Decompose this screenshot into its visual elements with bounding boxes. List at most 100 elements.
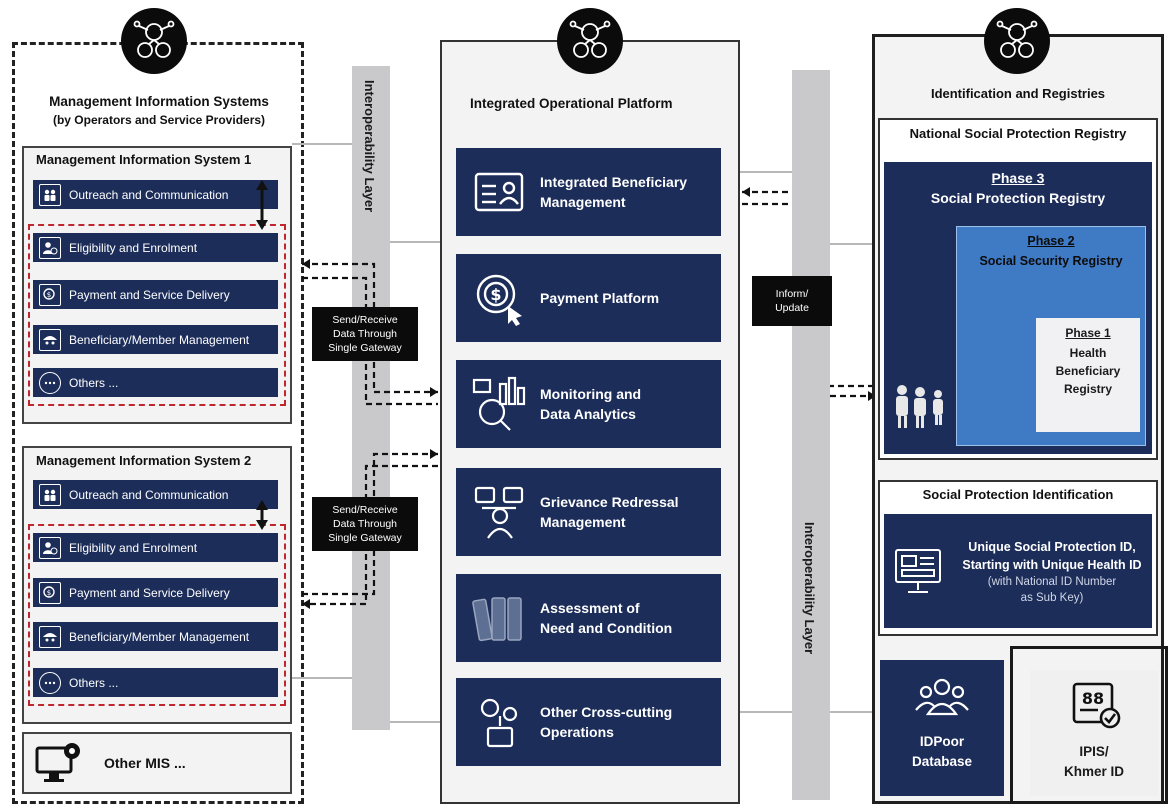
phase1-line-2: Beneficiary <box>1055 364 1121 378</box>
spi-line-1: Unique Social Protection ID, <box>968 540 1136 554</box>
phase3-phase: Phase 3 <box>991 170 1045 186</box>
more-icon <box>39 371 61 394</box>
mis2-beneficiary-label: Beneficiary/Member Management <box>69 629 250 644</box>
more-icon <box>39 671 61 694</box>
mis2-title: Management Information System 2 <box>36 453 252 468</box>
mis1-eligibility-label: Eligibility and Enrolment <box>69 240 198 255</box>
inform-update-label: Inform/ Update <box>752 276 832 326</box>
phase1-line-3: Registry <box>1063 382 1113 396</box>
mis2-payment: $ Payment and Service Delivery <box>33 578 278 607</box>
spi-title: Social Protection Identification <box>922 487 1114 502</box>
op-assessment: Assessment of Need and Condition <box>456 574 721 662</box>
mis2-others-label: Others ... <box>69 675 119 690</box>
nspr-title: National Social Protection Registry <box>909 126 1127 141</box>
user-check-icon <box>39 536 61 559</box>
interoperability-layer-right <box>792 70 830 800</box>
mis1-beneficiary: Beneficiary/Member Management <box>33 325 278 354</box>
mis1-beneficiary-label: Beneficiary/Member Management <box>69 332 250 347</box>
phase3-name: Social Protection Registry <box>930 190 1106 206</box>
mis1-eligibility: Eligibility and Enrolment <box>33 233 278 262</box>
computer-gear-icon <box>34 740 86 786</box>
op-1-line-2: Management <box>540 194 626 210</box>
idpoor-box <box>880 660 1004 796</box>
network-hub-icon <box>984 8 1050 74</box>
gears-device-icon <box>480 698 518 748</box>
ipis-line-2: Khmer ID <box>1063 764 1124 779</box>
mis2-eligibility-label: Eligibility and Enrolment <box>69 540 198 555</box>
op-5-line-2: Need and Condition <box>540 620 673 636</box>
mis2-payment-label: Payment and Service Delivery <box>69 585 230 600</box>
umbrella-family-icon <box>39 625 61 648</box>
op-3-line-2: Data Analytics <box>540 406 636 422</box>
mis2-core-functions-box <box>28 524 286 706</box>
op-1-line-1: Integrated Beneficiary <box>540 174 688 190</box>
gateway-label-2: Send/Receive Data Through Single Gateway <box>312 497 418 551</box>
gateway-label-1: Send/Receive Data Through Single Gateway <box>312 307 418 361</box>
interoperability-layer-left <box>352 66 390 730</box>
id-badge-icon: 88 <box>1070 680 1124 730</box>
inform-line-2: Update <box>775 302 809 314</box>
ipis-box <box>1030 670 1158 796</box>
gateway-1-line-3: Single Gateway <box>328 342 402 354</box>
network-hub-icon <box>557 8 623 74</box>
svg-text:$: $ <box>47 291 51 299</box>
phase1-box <box>1036 318 1140 432</box>
spi-line-4: as Sub Key) <box>1020 592 1084 604</box>
mis1-outreach: Outreach and Communication <box>33 180 278 209</box>
payment-click-icon: $ <box>476 274 522 326</box>
mis-section-subtitle: (by Operators and Service Providers) <box>52 113 266 127</box>
idpoor-line-1: IDPoor <box>919 734 965 749</box>
people-icon <box>39 483 61 506</box>
mis1-core-functions-box <box>28 224 286 406</box>
registries-title: Identification and Registries <box>930 86 1106 101</box>
gateway-2-line-3: Single Gateway <box>328 532 402 544</box>
spi-line-3: (with National ID Number <box>987 576 1117 588</box>
svg-text:88: 88 <box>1082 689 1104 708</box>
mis2-outreach-label: Outreach and Communication <box>69 487 229 502</box>
phase1-phase: Phase 1 <box>1065 326 1111 340</box>
svg-text:$: $ <box>47 589 51 597</box>
mis2-eligibility: Eligibility and Enrolment <box>33 533 278 562</box>
phase2-name: Social Security Registry <box>979 254 1123 268</box>
interoperability-layer-right-label: Interoperability Layer <box>802 522 817 655</box>
gateway-1-line-2: Data Through <box>332 328 397 340</box>
binders-icon <box>472 597 522 642</box>
ipis-line-1: IPIS/ <box>1079 744 1109 759</box>
gateway-2-line-1: Send/Receive <box>332 504 398 516</box>
platform-title: Integrated Operational Platform <box>470 96 673 111</box>
op-payment-platform: $ Payment Platform <box>456 254 721 342</box>
gateway-1-line-1: Send/Receive <box>332 314 398 326</box>
mis2-outreach: Outreach and Communication <box>33 480 278 509</box>
ipis-frame <box>1010 646 1168 804</box>
op-3-line-1: Monitoring and <box>540 386 642 402</box>
id-monitor-icon <box>892 546 944 596</box>
inform-line-1: Inform/ <box>775 288 809 300</box>
gateway-2-line-2: Data Through <box>332 518 397 530</box>
idpoor-line-2: Database <box>911 754 973 769</box>
umbrella-family-icon <box>39 328 61 351</box>
op-6-line-1: Other Cross-cutting <box>540 704 673 720</box>
mis1-others-label: Others ... <box>69 375 119 390</box>
mis1-title: Management Information System 1 <box>36 152 252 167</box>
id-card-icon <box>474 172 524 212</box>
payment-icon: $ <box>39 581 61 604</box>
op-5-line-1: Assessment of <box>540 600 640 616</box>
mis2-others: Others ... <box>33 668 278 697</box>
svg-text:$: $ <box>490 285 501 304</box>
interoperability-layer-left-label: Interoperability Layer <box>362 80 377 213</box>
op-6-line-2: Operations <box>540 724 614 740</box>
op-2-line-1: Payment Platform <box>540 290 660 306</box>
phase1-line-1: Health <box>1069 346 1107 360</box>
op-4-line-2: Management <box>540 514 626 530</box>
op-4-line-1: Grievance Redressal <box>540 494 679 510</box>
payment-icon: $ <box>39 283 61 306</box>
mis-section-title: Management Information Systems <box>49 94 269 109</box>
mis1-payment: $ Payment and Service Delivery <box>33 280 278 309</box>
mis1-payment-label: Payment and Service Delivery <box>69 287 230 302</box>
grievance-icon <box>474 486 524 539</box>
other-mis-panel <box>22 732 292 794</box>
